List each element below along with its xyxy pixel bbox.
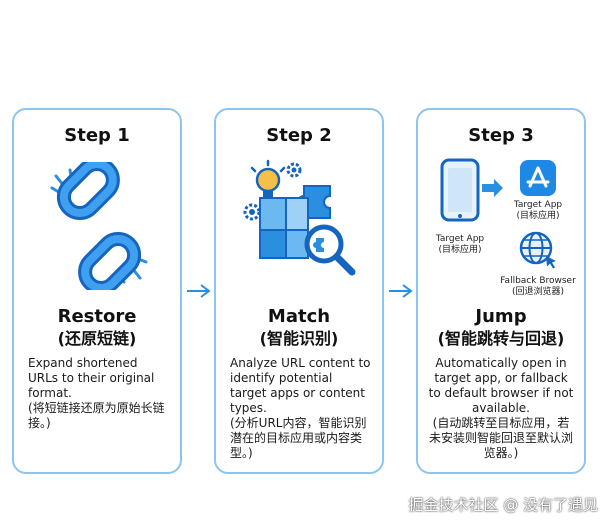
- puzzle-magnifier-icon: [243, 159, 356, 276]
- arrow-right-icon: [482, 179, 503, 197]
- step-1-heading-zh: (还原短链): [57, 329, 137, 348]
- step-3-description: Automatically open in target app, or fal…: [428, 356, 574, 461]
- step-2-desc-zh: (分析URL内容，智能识别潜在的目标应用或内容类型。): [230, 416, 367, 460]
- smartphone-icon: [440, 158, 480, 222]
- step-1-title: Step 1: [64, 125, 130, 146]
- app-label: Target App (目标应用): [498, 200, 578, 222]
- app-label-zh: (目标应用): [516, 211, 560, 221]
- step-2-heading: Match (智能识别): [216, 306, 382, 350]
- browser-label-zh: (回退浏览器): [511, 287, 565, 297]
- step-2-heading-en: Match: [267, 306, 331, 327]
- step-2-heading-zh: (智能识别): [259, 329, 339, 348]
- step-1-heading-en: Restore: [57, 306, 137, 327]
- watermark: 掘金技术社区 @ 没有了遇见: [408, 496, 598, 514]
- arrow-right-icon: [187, 284, 211, 298]
- step-3-desc-zh: (自动跳转至目标应用，若未安装则智能回退至默认浏览器。): [428, 416, 573, 460]
- step-3-heading: Jump (智能跳转与回退): [418, 306, 584, 350]
- phone-label: Target App (目标应用): [424, 234, 496, 256]
- phone-label-en: Target App: [435, 234, 485, 244]
- step-3-desc-en: Automatically open in target app, or fal…: [428, 356, 574, 415]
- step-2-title: Step 2: [266, 125, 332, 146]
- step-1-card: Step 1 Restore (还原短链) Expand shortened U…: [12, 108, 182, 474]
- app-label-en: Target App: [513, 200, 563, 210]
- browser-label: Fallback Browser (回退浏览器): [490, 276, 586, 298]
- step-1-description: Expand shortened URLs to their original …: [28, 356, 170, 431]
- step-2-card: Step 2 Match (智能识别) Analyze: [214, 108, 384, 474]
- step-3-heading-zh: (智能跳转与回退): [437, 329, 565, 348]
- step-1-desc-zh: (将短链接还原为原始长链接。): [28, 401, 165, 430]
- phone-label-zh: (目标应用): [438, 245, 482, 255]
- arrow-right-icon: [389, 284, 413, 298]
- step-3-card: Step 3 Target App (目标应用) Target App (目标应…: [416, 108, 586, 474]
- step-3-heading-en: Jump: [475, 306, 527, 327]
- link-chain-icon: [50, 162, 148, 290]
- step-2-description: Analyze URL content to identify potentia…: [230, 356, 372, 461]
- step-1-desc-en: Expand shortened URLs to their original …: [28, 356, 155, 400]
- step-3-title: Step 3: [468, 125, 534, 146]
- step-2-desc-en: Analyze URL content to identify potentia…: [230, 356, 371, 415]
- globe-icon: [519, 231, 556, 269]
- step-1-heading: Restore (还原短链): [14, 306, 180, 350]
- browser-label-en: Fallback Browser: [500, 276, 576, 286]
- app-store-icon: [520, 160, 556, 196]
